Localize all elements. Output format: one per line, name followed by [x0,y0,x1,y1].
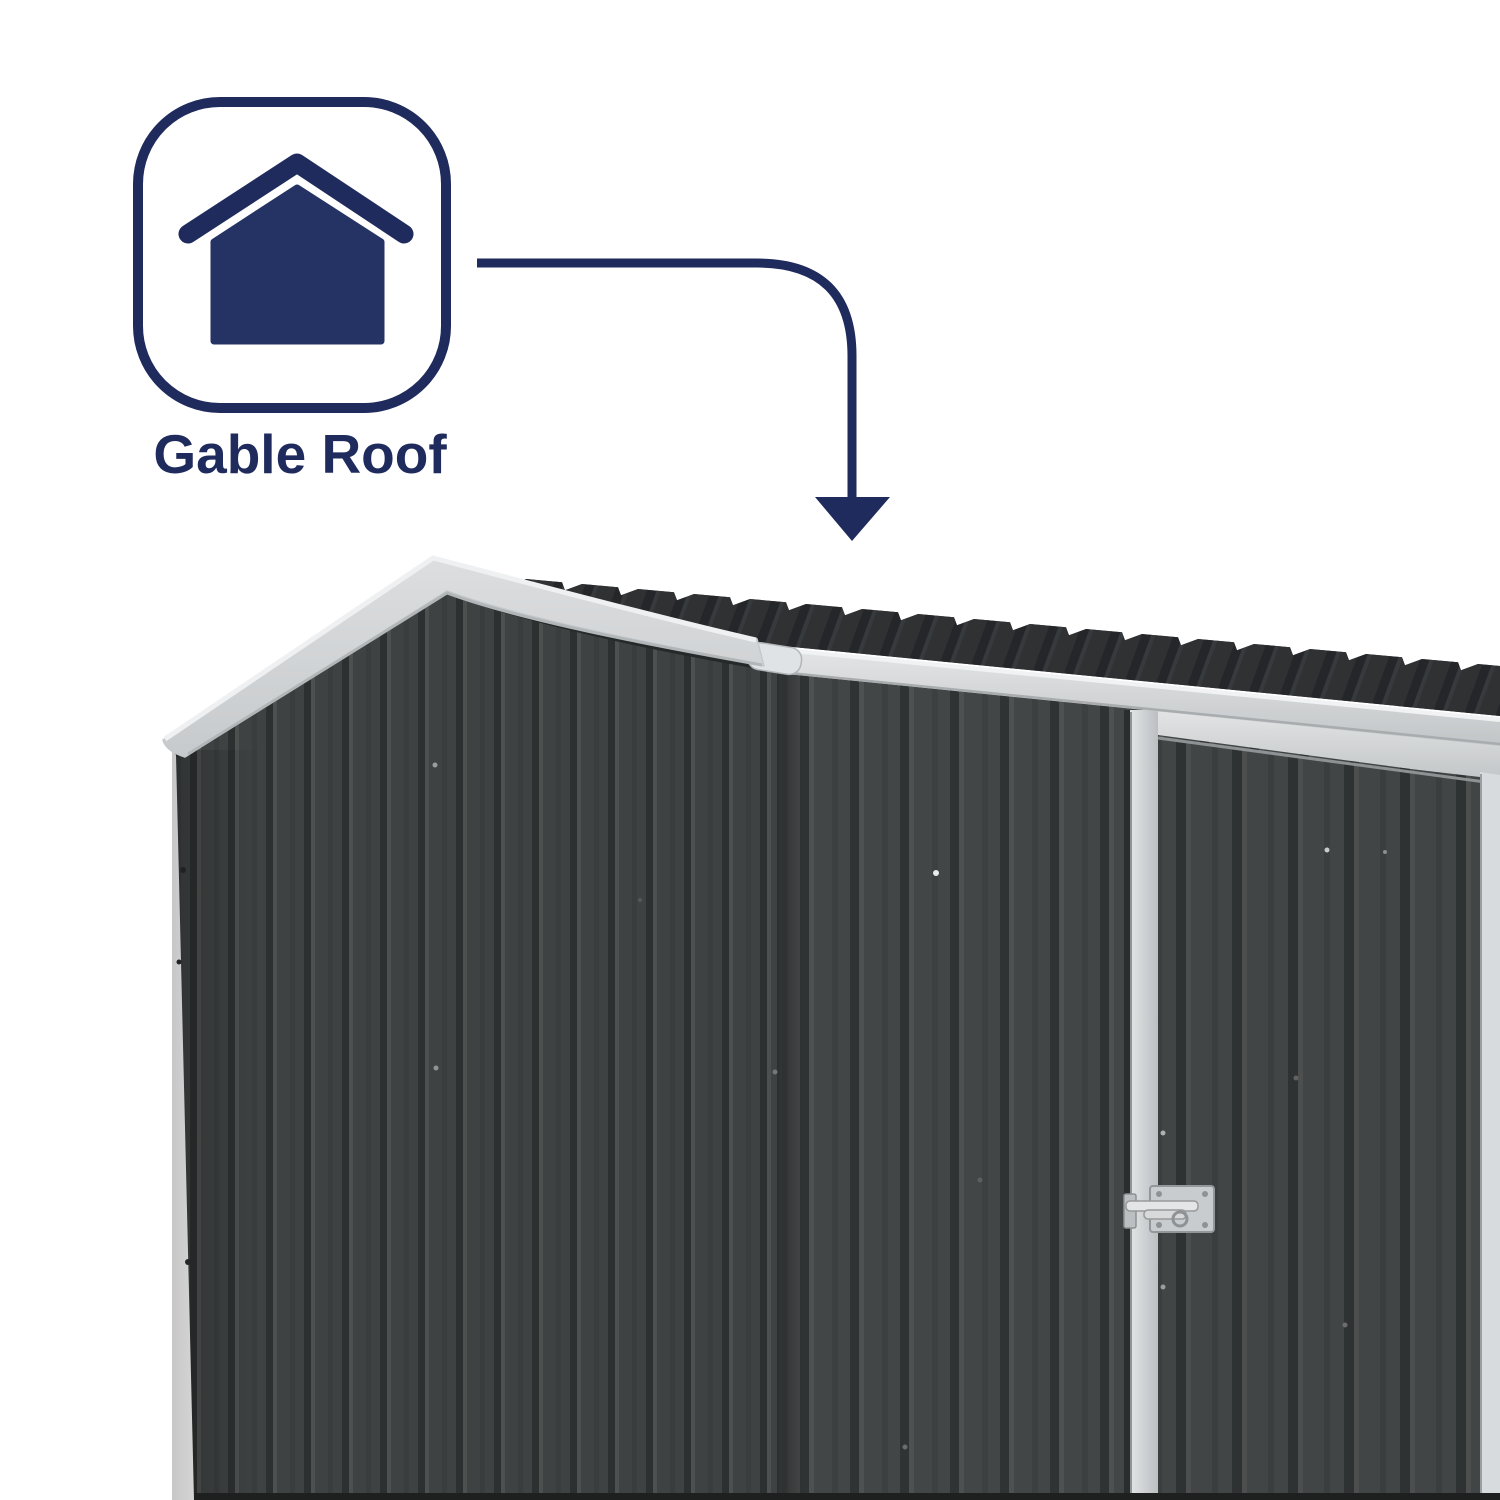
rivet [1383,850,1387,854]
door-gap [1124,710,1132,1500]
eave-fascia [746,641,1500,746]
door-left-stile [1130,710,1158,1500]
rivet [1160,1284,1166,1290]
rivet [432,762,438,768]
shed-base-line [194,1493,1500,1500]
rivet [772,1069,778,1075]
rivet [180,867,186,873]
rivet [902,1444,908,1450]
rivet [185,1259,191,1265]
shed-door [1124,706,1500,1500]
annotation-label: Gable Roof [153,423,447,485]
house-gable-roof-icon [178,153,414,345]
gable-roof-trim [162,555,765,758]
shed-illustration [162,555,1500,1500]
icon-rounded-frame [133,97,451,413]
arrowhead [815,497,890,541]
rivet [1324,847,1330,853]
door-latch [1123,1185,1215,1233]
door-top-rail [1158,706,1500,781]
door-panel [1158,740,1500,1500]
callout-arrow [477,258,890,541]
rivet [176,959,182,965]
rivet [433,1065,439,1071]
rivet [977,1177,983,1183]
feature-callout: Gable Roof [133,97,890,541]
door-right-stile [1480,772,1500,1500]
rivet [638,898,642,902]
rivet [1342,1322,1348,1328]
rivet [1293,1075,1299,1081]
rivet [1160,1130,1166,1136]
shed-side-wall [172,589,780,1500]
rivet [933,870,939,876]
